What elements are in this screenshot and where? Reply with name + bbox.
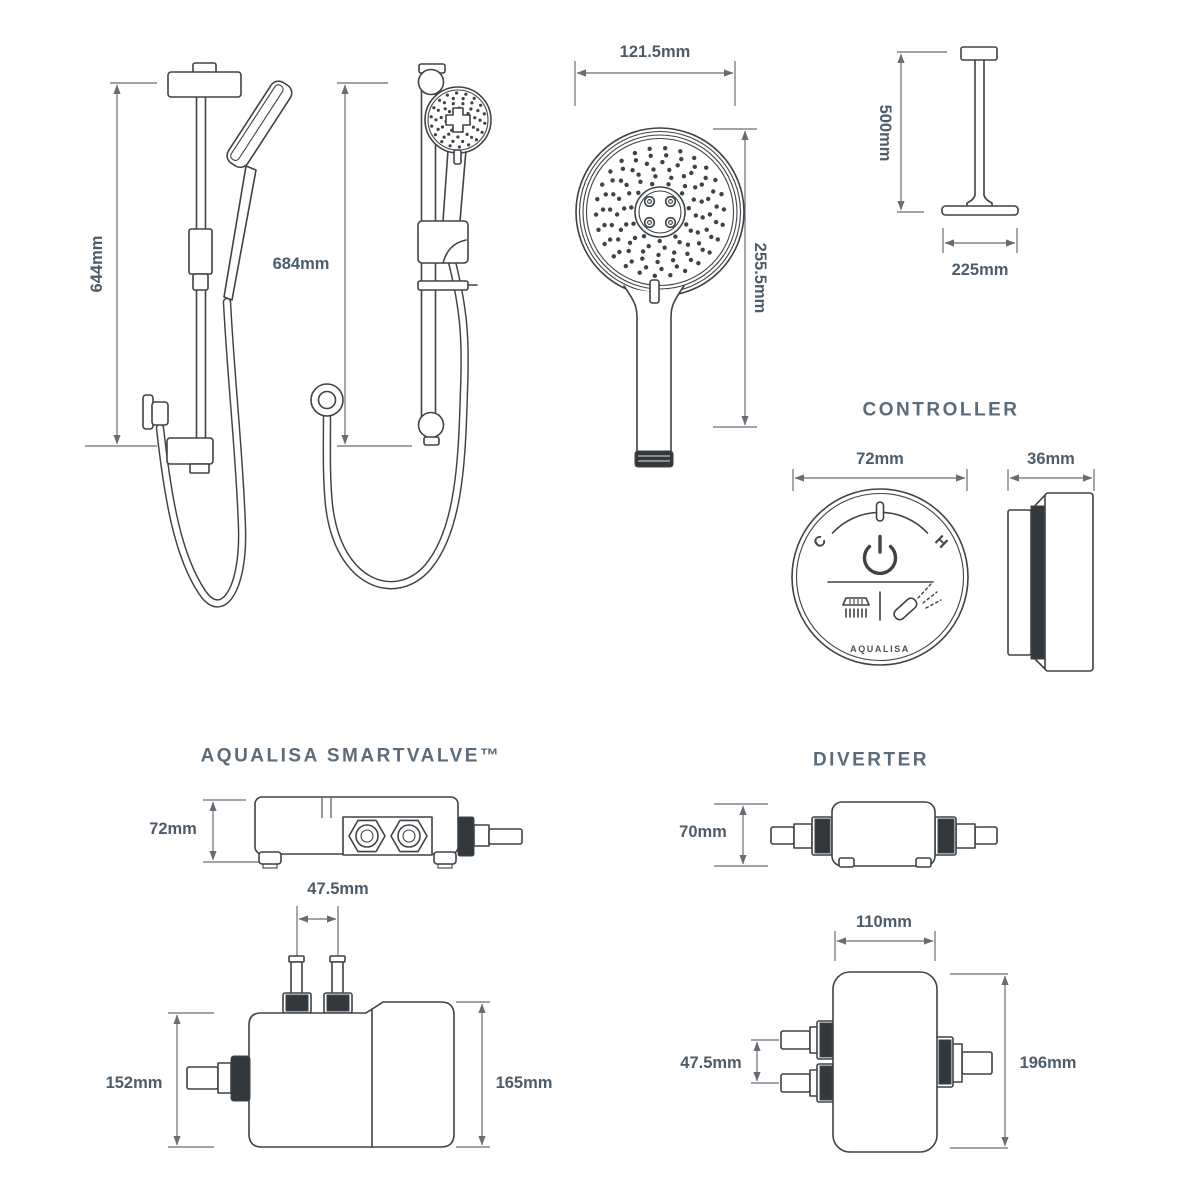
controller-front-dimension-72: 72mm: [792, 450, 968, 491]
diverter-title: DIVERTER: [813, 750, 929, 771]
ceiling-arm-view: 500mm 225mm: [876, 46, 1019, 279]
rail-front-slider: [417, 220, 469, 264]
dimension-644: 644mm: [85, 82, 157, 447]
handset-front-small: [424, 86, 492, 165]
diverter-front-view: [780, 971, 993, 1153]
controller-front-width-label: 72mm: [856, 450, 904, 468]
handset-face-view: 121.5mm 255.5mm: [574, 43, 769, 468]
dial-indicator: [875, 501, 885, 522]
diverter-height-dimension: 196mm: [950, 973, 1077, 1149]
controller-dial: C H: [791, 488, 969, 666]
smartvalve-height-right-dimension: 165mm: [456, 1001, 553, 1148]
smartvalve-height-left-label: 152mm: [106, 1074, 163, 1092]
hose-side: [155, 297, 247, 608]
handle-tip: [634, 450, 674, 468]
smartvalve-section: AQUALISA SMARTVALVE™ 72mm: [106, 746, 553, 1148]
handset-height-label: 255.5mm: [751, 243, 769, 314]
dimension-255-5: 255.5mm: [713, 128, 769, 428]
smartvalve-port-spacing-label: 47.5mm: [307, 880, 368, 898]
diverter-port-spacing-label: 47.5mm: [680, 1054, 741, 1072]
handheld-shower-icon: [893, 583, 942, 621]
controller-side-view: [1007, 492, 1094, 672]
rail-bottom-bracket: [166, 437, 214, 465]
handset-centre-boss: [634, 186, 686, 238]
ceiling-arm-width-label: 225mm: [952, 261, 1009, 279]
handset-face-dots: [593, 146, 727, 278]
diverter-top-view: [770, 801, 998, 868]
rail-front-height-label: 684mm: [273, 255, 330, 273]
handset-width-label: 121.5mm: [620, 43, 691, 61]
smartvalve-top-height-label: 72mm: [149, 820, 197, 838]
dimension-500: 500mm: [876, 51, 947, 213]
ceiling-plate: [960, 46, 998, 61]
smartvalve-height-left-dimension: 152mm: [106, 1012, 214, 1148]
diverter-top-dimension-70: 70mm: [679, 803, 768, 867]
rail-side-view: 644mm: [85, 62, 293, 608]
smartvalve-top-dimension-72: 72mm: [149, 799, 269, 863]
controller-brand-label: AQUALISA: [850, 644, 910, 654]
outlet-collar: [457, 816, 475, 857]
dimension-225: 225mm: [942, 228, 1018, 279]
smartvalve-title: AQUALISA SMARTVALVE™: [201, 746, 502, 767]
rail-slider: [188, 228, 213, 275]
rail-side-height-label: 644mm: [88, 236, 106, 293]
rail-front-view: 684mm: [273, 63, 492, 590]
diverter-port-spacing-dimension: 47.5mm: [680, 1039, 779, 1084]
wall-outlet-ring: [310, 383, 344, 417]
diverter-front-width-label: 110mm: [856, 913, 912, 931]
controller-side-dimension-36: 36mm: [1007, 450, 1095, 491]
hose-front: [322, 257, 469, 590]
smartvalve-front-view: [186, 955, 455, 1148]
diverter-height-label: 196mm: [1020, 1054, 1077, 1072]
arm-head-plate: [941, 205, 1019, 216]
diverter-top-height-label: 70mm: [679, 823, 727, 841]
controller-side-depth-label: 36mm: [1027, 450, 1075, 468]
dimension-684: 684mm: [273, 82, 412, 447]
hose-clamp: [417, 280, 478, 291]
smartvalve-height-right-label: 165mm: [496, 1074, 553, 1092]
controller-title: CONTROLLER: [863, 400, 1020, 421]
ceiling-arm-height-label: 500mm: [876, 105, 894, 162]
overhead-shower-icon: [842, 597, 870, 618]
diverter-section: DIVERTER 70mm 110mm: [679, 750, 1076, 1153]
controller-section: CONTROLLER 72mm C H: [791, 400, 1095, 672]
handset-side: [226, 80, 293, 169]
smartvalve-port-spacing-dimension: 47.5mm: [296, 880, 369, 956]
wall-outlet-elbow: [142, 394, 169, 430]
power-icon: [862, 534, 898, 576]
handset-handle-side: [223, 165, 257, 301]
dimension-121-5: 121.5mm: [574, 43, 736, 106]
handset-handle-front: [623, 279, 685, 468]
diverter-front-width-dimension: 110mm: [834, 913, 936, 961]
smartvalve-top-view: [254, 796, 523, 869]
